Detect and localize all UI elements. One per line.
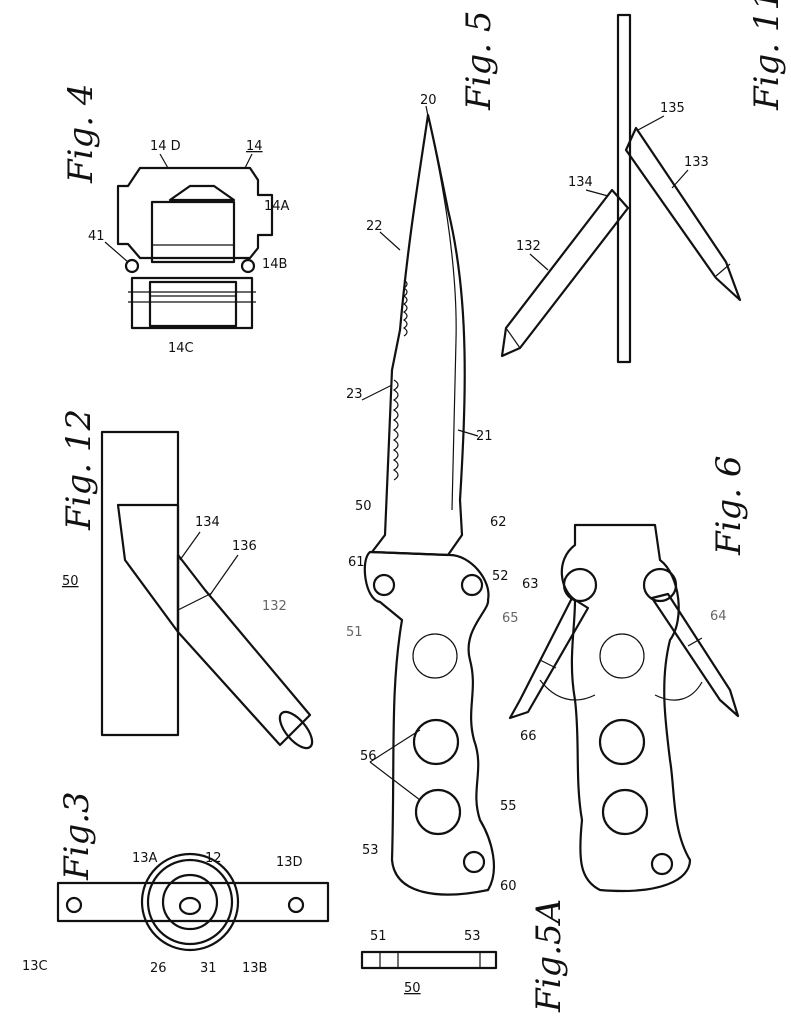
fig11-rod-assembly — [500, 13, 742, 364]
fig5-ref-50: 50 — [355, 499, 372, 514]
fig6-label: Fig. 6 — [709, 456, 749, 556]
fig3-ref-13b: 13B — [242, 961, 267, 976]
fig3-ref-13d: 13D — [276, 855, 303, 870]
fig12-ref-134: 134 — [195, 515, 220, 530]
fig4-ref-41: 41 — [88, 229, 105, 244]
figure-11: Fig. 11 135 134 133 132 — [500, 0, 787, 364]
fig5a-ref-51: 51 — [370, 929, 387, 944]
fig5a-ref-50: 50 — [404, 981, 421, 996]
fig4-ref-14: 14 — [246, 139, 263, 154]
fig5-ref-22: 22 — [366, 219, 383, 234]
fig5-ref-60: 60 — [500, 879, 517, 894]
fig5a-ref-53: 53 — [464, 929, 481, 944]
fig12-ref-50: 50 — [62, 574, 79, 589]
fig11-ref-132: 132 — [516, 239, 541, 254]
fig5-ref-55: 55 — [500, 799, 517, 814]
fig5-ref-62: 62 — [490, 515, 507, 530]
fig3-mount-plate — [56, 852, 330, 952]
fig12-ref-136: 136 — [232, 539, 257, 554]
fig11-ref-134: 134 — [568, 175, 593, 190]
fig3-ref-13c: 13C — [22, 959, 48, 974]
fig3-ref-31: 31 — [200, 961, 217, 976]
fig5a-label: Fig.5A — [529, 899, 569, 1013]
fig3-ref-12: 12 — [205, 851, 222, 866]
figure-5a: Fig.5A 51 53 50 — [360, 899, 569, 1013]
figure-3: Fig.3 13A 12 13D 13C 26 31 13B — [22, 791, 330, 976]
fig6-ref-66: 66 — [520, 729, 537, 744]
fig4-ref-14a: 14A — [264, 199, 290, 214]
fig6-handle — [508, 523, 740, 892]
fig5-ref-56: 56 — [360, 749, 377, 764]
fig12-ref-132: 132 — [262, 599, 287, 614]
fig5-ref-61: 61 — [348, 555, 365, 570]
fig6-ref-63: 63 — [522, 577, 539, 592]
fig3-ref-13a: 13A — [132, 851, 158, 866]
figure-12: Fig. 12 134 136 50 132 — [59, 409, 314, 750]
fig6-ref-64: 64 — [710, 609, 727, 624]
fig4-ref-14d: 14 D — [150, 139, 181, 154]
fig4-nut-section — [116, 166, 274, 330]
fig5-label: Fig. 5 — [459, 11, 499, 111]
fig5-ref-51: 51 — [346, 625, 363, 640]
fig3-ref-26: 26 — [150, 961, 167, 976]
fig11-ref-133: 133 — [684, 155, 709, 170]
fig4-label: Fig. 4 — [61, 84, 101, 184]
figure-5: Fig. 5 20 22 23 21 50 62 61 52 51 56 55 … — [346, 11, 517, 896]
fig11-label: Fig. 11 — [747, 0, 787, 111]
fig5-ref-21: 21 — [476, 429, 493, 444]
fig5-ref-53: 53 — [362, 843, 379, 858]
fig5-knife — [363, 113, 496, 896]
fig11-ref-135: 135 — [660, 101, 685, 116]
fig5-ref-20: 20 — [420, 93, 437, 108]
fig3-label: Fig.3 — [57, 791, 97, 881]
fig6-ref-65: 65 — [502, 611, 519, 626]
fig4-ref-14b: 14B — [262, 257, 287, 272]
fig5-ref-23: 23 — [346, 387, 363, 402]
fig5-ref-52: 52 — [492, 569, 509, 584]
fig12-label: Fig. 12 — [59, 409, 99, 531]
fig12-block-section — [100, 430, 314, 750]
fig4-ref-14c: 14C — [168, 341, 194, 356]
figure-6: Fig. 6 63 65 64 66 — [502, 456, 749, 892]
fig5a-handle-edge — [360, 950, 498, 970]
figure-4: Fig. 4 14 D 14 14A 41 14B 14C — [61, 84, 290, 356]
